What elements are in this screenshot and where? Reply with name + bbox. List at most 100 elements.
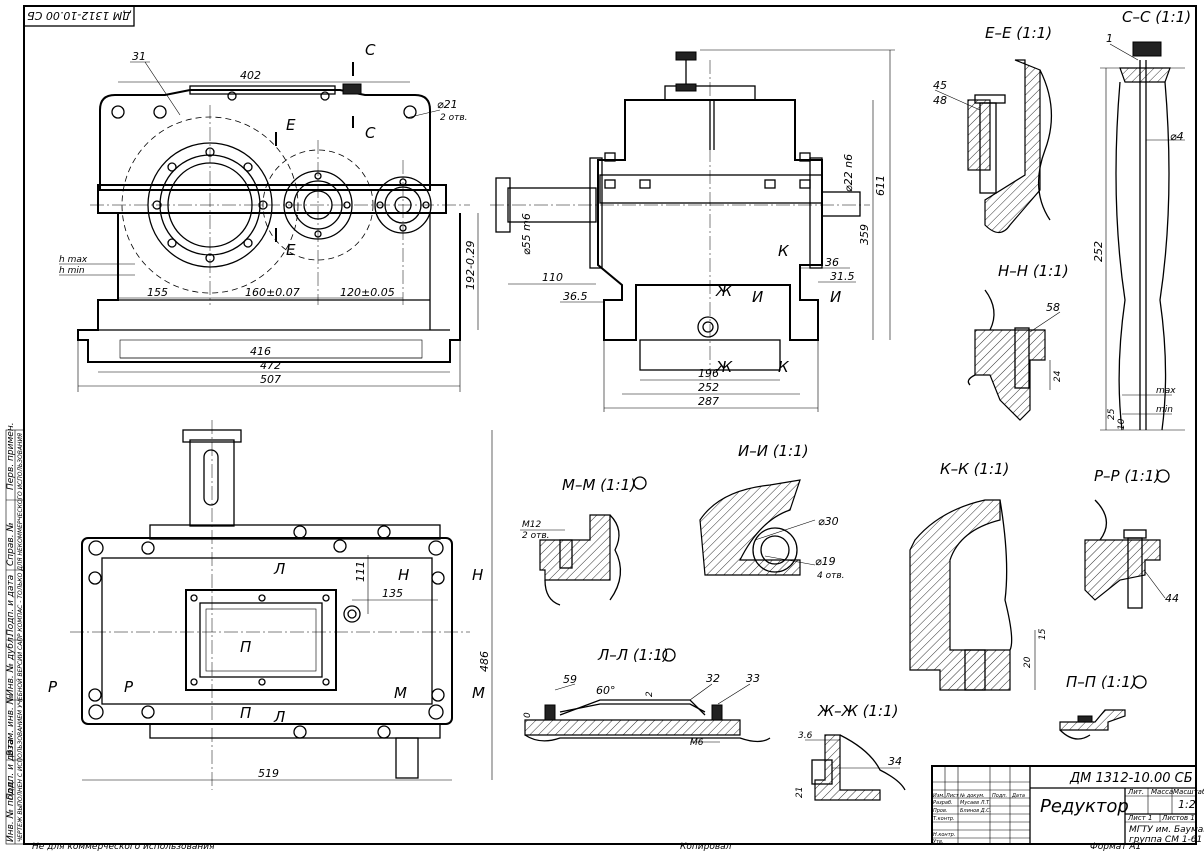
cc-pos-1: 1 xyxy=(1106,32,1113,45)
section-pp: П–П (1:1) xyxy=(1059,673,1147,740)
kk-dim-20: 20 xyxy=(1023,656,1033,668)
hmin-label: h min xyxy=(59,266,85,276)
cc-dim-d4: ⌀4 xyxy=(1170,130,1184,143)
bottom-copy-label: Копировал xyxy=(680,842,732,851)
sec-n-right: Н xyxy=(472,566,483,584)
sec-m-left: М xyxy=(394,684,407,702)
ll-pos-32: 32 xyxy=(706,672,720,685)
front-view: 402 31 ⌀21 2 отв. С С Е Е h max h min 15… xyxy=(59,41,479,392)
tb-role-check: Пров. xyxy=(933,808,948,814)
sec-p-bottom: П xyxy=(240,704,251,722)
dim-192: 192-0.29 xyxy=(464,241,477,290)
strip-long-note: ЧЕРТЕЖ ВЫПОЛНЕН С ИСПОЛЬЗОВАНИЕМ УЧЕБНОЙ… xyxy=(17,433,24,842)
dim-519: 519 xyxy=(258,767,279,780)
top-view: 519 486 111 135 Л Л Н Н П П Р Р М М xyxy=(48,420,493,790)
cc-dim-10: 10 xyxy=(1117,418,1127,430)
side-view: 611 359 ⌀55 m6 ⌀22 n6 110 36.5 36 31.5 1… xyxy=(490,49,895,412)
sec-e-bottom: Е xyxy=(286,241,296,259)
cc-min: min xyxy=(1156,405,1173,415)
section-mm-title: М–М (1:1) xyxy=(562,476,636,494)
ii-note: 4 отв. xyxy=(817,571,845,581)
pos-31: 31 xyxy=(132,50,146,63)
section-pp-title: П–П (1:1) xyxy=(1066,673,1137,691)
section-ll: Л–Л (1:1) 59 32 33 60° 2 0 М6 xyxy=(523,646,771,748)
zhzh-pos-34: 34 xyxy=(888,755,902,768)
kk-dim-15: 15 xyxy=(1038,628,1048,640)
sec-n-left: Н xyxy=(398,566,409,584)
dim-287: 287 xyxy=(698,395,719,408)
tb-check-name: Блинов Д.С. xyxy=(960,808,991,814)
rr-pos-44: 44 xyxy=(1165,592,1179,605)
bottom-format-label: Формат A1 xyxy=(1090,842,1141,851)
cc-max: max xyxy=(1156,386,1176,396)
top-stamp: ДМ 1312-10.00 СБ xyxy=(23,5,135,27)
tb-org-1: МГТУ им. Баумана xyxy=(1129,825,1204,835)
tb-dev-name: Мусаев Л.Т. xyxy=(960,800,991,806)
section-nn-title: Н–Н (1:1) xyxy=(998,262,1069,280)
mm-note: 2 отв. xyxy=(522,531,550,541)
sec-p-top: П xyxy=(240,638,251,656)
sec-l-top: Л xyxy=(273,560,285,578)
section-cc-title: С–С (1:1) xyxy=(1122,8,1191,26)
mm-thread: М12 xyxy=(522,520,541,530)
strip-label-6: Подп. и дата xyxy=(6,739,16,800)
dim-196: 196 xyxy=(698,367,719,380)
tb-scale: 1:2 xyxy=(1178,798,1196,811)
tb-org-2: группа СМ 1-61 xyxy=(1129,835,1202,845)
section-rr: Р–Р (1:1) 44 xyxy=(1084,467,1179,609)
dim-365: 36.5 xyxy=(563,290,588,303)
tb-hdr-sign: Подп. xyxy=(992,793,1007,799)
section-ii-title: И–И (1:1) xyxy=(738,442,809,460)
bottom-left-note: Не для коммерческого использования xyxy=(32,842,215,851)
cc-dim-252: 252 xyxy=(1092,241,1105,262)
dim-110: 110 xyxy=(542,271,563,284)
zhzh-dim-36: 3.6 xyxy=(798,731,813,741)
dim-472: 472 xyxy=(260,359,281,372)
section-kk: К–К (1:1) 15 20 xyxy=(909,460,1048,691)
section-ii: И–И (1:1) ⌀30 ⌀19 4 отв. xyxy=(699,442,845,581)
hmax-label: h max xyxy=(59,255,88,265)
sec-i-right: И xyxy=(830,288,841,306)
tb-name: Редуктор xyxy=(1040,796,1129,817)
tb-role-dev: Разраб. xyxy=(933,800,953,806)
tb-sheet: Лист 1 xyxy=(1127,814,1152,822)
ii-dim-d19: ⌀19 xyxy=(815,555,836,568)
dim-402: 402 xyxy=(240,69,261,82)
sec-r-left: Р xyxy=(48,678,58,696)
dim-120: 120±0.05 xyxy=(340,286,395,299)
dim-252: 252 xyxy=(698,381,719,394)
dim-111: 111 xyxy=(354,561,367,582)
tb-sheets: Листов 1 xyxy=(1161,814,1195,822)
strip-label-5: Взам. инв. № xyxy=(6,695,16,756)
ll-dim-2: 2 xyxy=(645,691,655,697)
zhzh-dim-21: 21 xyxy=(795,787,805,798)
sec-c-bottom: С xyxy=(365,124,376,142)
section-mm: М–М (1:1) М12 2 отв. xyxy=(520,476,647,606)
strip-label-2: Справ. № xyxy=(6,522,16,566)
tb-col-scale: Масштаб xyxy=(1173,788,1204,796)
tb-role-ncontr: Н.контр. xyxy=(933,832,955,838)
tb-hdr-date: Дата xyxy=(1011,793,1025,799)
sec-zh-bottom: Ж xyxy=(715,358,733,376)
sec-i-left: И xyxy=(752,288,763,306)
drawing-frame xyxy=(5,5,1197,845)
dim-315: 31.5 xyxy=(830,270,855,283)
section-ee-title: Е–Е (1:1) xyxy=(985,24,1052,42)
sec-m-right: М xyxy=(472,684,485,702)
strip-label-3: Подп. и дата xyxy=(6,575,16,636)
ll-pos-33: 33 xyxy=(746,672,760,685)
ee-pos-45: 45 xyxy=(933,79,947,92)
dim-d55: ⌀55 m6 xyxy=(520,213,533,255)
section-nn: Н–Н (1:1) 58 24 xyxy=(967,262,1069,421)
dim-d22: ⌀22 n6 xyxy=(842,154,855,192)
tb-role-appr: Утв. xyxy=(933,839,944,845)
dim-d21-note: 2 отв. xyxy=(440,113,468,123)
dim-36: 36 xyxy=(825,256,839,269)
tb-hdr-izm: Изм. xyxy=(933,793,945,799)
strip-label-1: Перв. примен. xyxy=(6,422,16,490)
ee-pos-48: 48 xyxy=(933,94,947,107)
tb-designation: ДМ 1312-10.00 СБ xyxy=(1069,771,1193,786)
tb-col-mass: Масса xyxy=(1151,788,1173,796)
section-cc: С–С (1:1) 1 ⌀4 252 25 10 max min xyxy=(1092,8,1191,431)
strip-label-7: Инв. № подл. xyxy=(6,780,16,842)
